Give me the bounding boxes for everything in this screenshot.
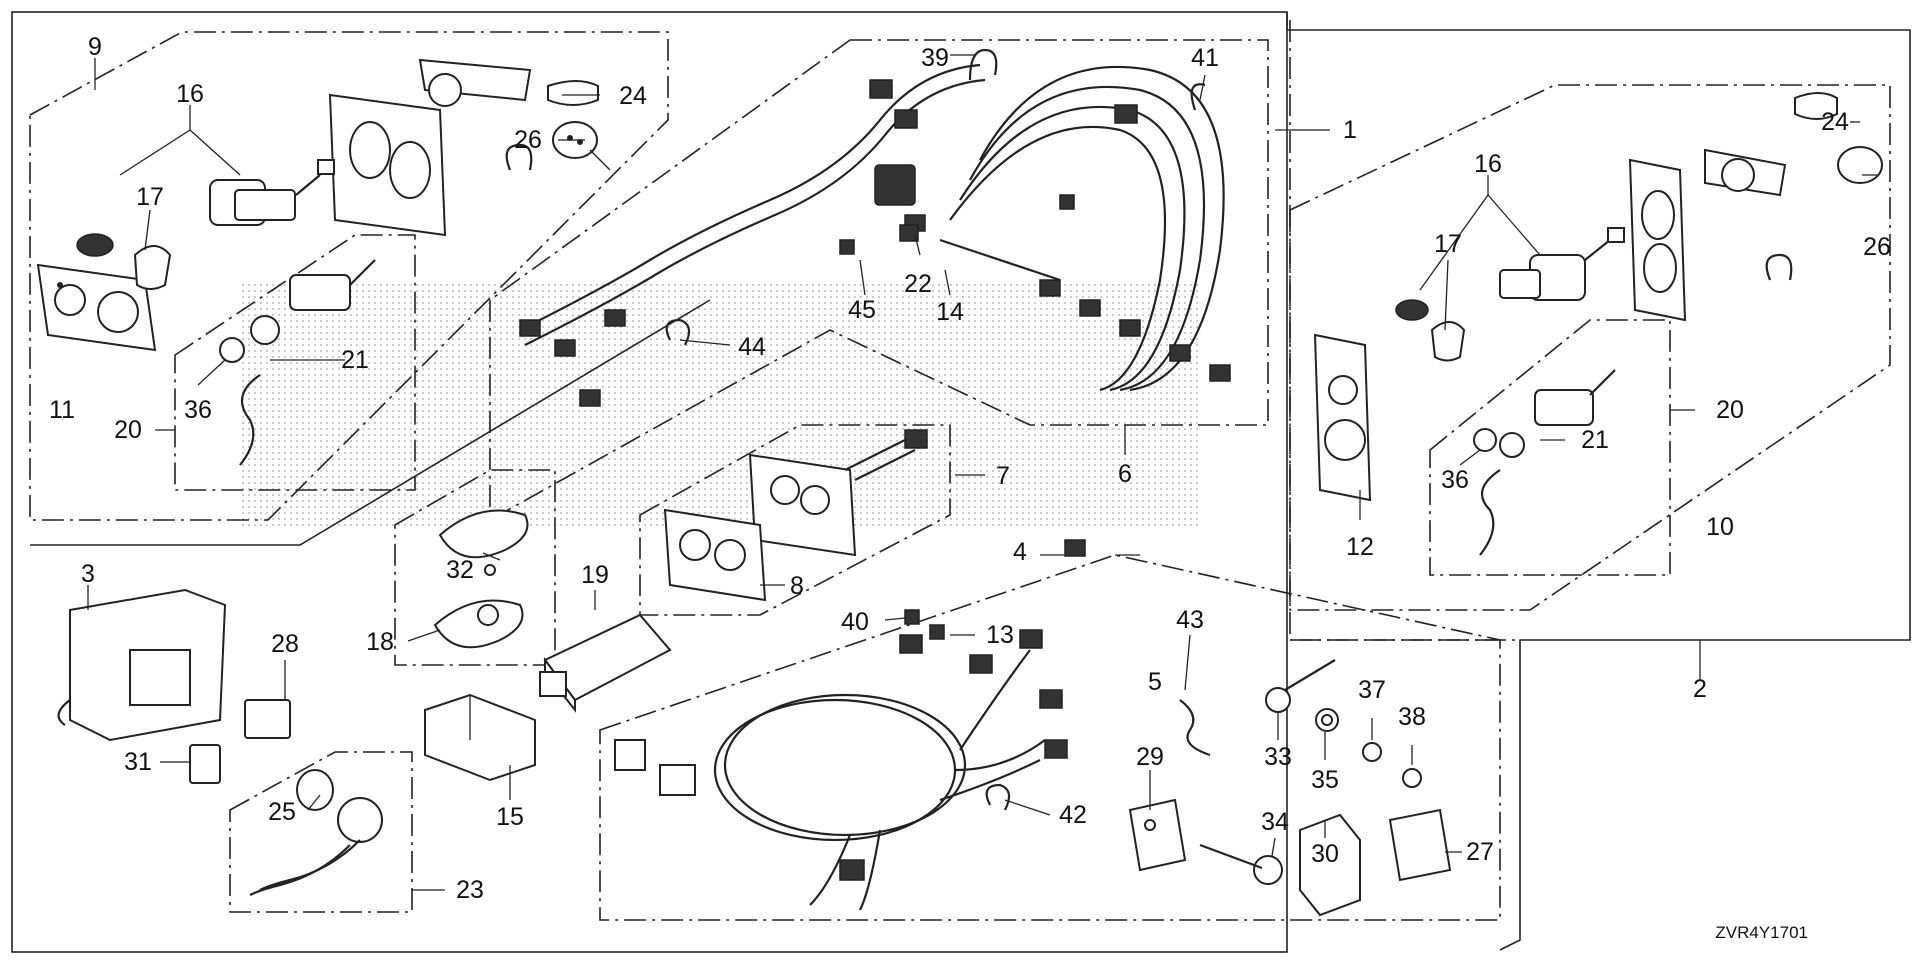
part-back-plate-right: [1628, 158, 1687, 322]
part-15-box: [424, 693, 536, 782]
callout-5: 5: [1148, 668, 1162, 696]
callout-45: 45: [848, 296, 876, 324]
callout-44: 44: [738, 333, 766, 361]
callout-17-left: 17: [136, 183, 164, 211]
callout-42: 42: [1059, 801, 1087, 829]
callout-29: 29: [1136, 743, 1164, 771]
callout-7: 7: [996, 462, 1010, 490]
callout-17-right: 17: [1434, 230, 1462, 258]
part-18-remote-fob: [433, 509, 529, 649]
part-small-clips: [665, 48, 1206, 811]
callout-12: 12: [1346, 533, 1374, 561]
callout-14: 14: [936, 298, 964, 326]
callout-16-left: 16: [176, 80, 204, 108]
callout-24-right: 24: [1821, 108, 1849, 136]
callout-18: 18: [366, 628, 394, 656]
callout-27: 27: [1466, 838, 1494, 866]
group-frames: [11, 11, 1911, 953]
callout-38: 38: [1398, 703, 1426, 731]
part-23-25-sensor: [249, 769, 383, 896]
callout-25: 25: [268, 798, 296, 826]
part-17-knob-left: [133, 245, 172, 290]
callout-9: 9: [88, 33, 102, 61]
callout-13: 13: [986, 621, 1014, 649]
callout-24-left: 24: [619, 82, 647, 110]
callout-32: 32: [446, 556, 474, 584]
callout-26-right: 26: [1863, 233, 1891, 261]
callout-28: 28: [271, 630, 299, 658]
callout-39: 39: [921, 44, 949, 72]
part-16-key-switch-left: [76, 159, 335, 257]
callout-23: 23: [456, 876, 484, 904]
part-12-right-panel: [1313, 333, 1372, 502]
callout-40: 40: [841, 608, 869, 636]
callout-10: 10: [1706, 513, 1734, 541]
part-27-29-30-hardware: [1128, 798, 1452, 917]
callout-1: 1: [1343, 116, 1357, 144]
callout-36-left: 36: [184, 396, 212, 424]
callout-16-right: 16: [1474, 150, 1502, 178]
callout-11: 11: [49, 396, 75, 424]
part-bracket-24-right: [1704, 92, 1883, 281]
callout-37: 37: [1358, 676, 1386, 704]
callout-34: 34: [1261, 808, 1289, 836]
callout-15: 15: [496, 803, 524, 831]
callout-3: 3: [81, 560, 95, 588]
part-5-harness: [614, 629, 1068, 911]
callout-6: 6: [1118, 460, 1132, 488]
diagram-code: ZVR4Y1701: [1715, 923, 1808, 942]
callout-30: 30: [1311, 840, 1339, 868]
callout-20-right: 20: [1716, 396, 1744, 424]
callout-31: 31: [124, 748, 152, 776]
callout-36-right: 36: [1441, 466, 1469, 494]
callout-21-left: 21: [341, 346, 369, 374]
callout-22: 22: [904, 270, 932, 298]
callout-35: 35: [1311, 766, 1339, 794]
part-7-8-panels: [663, 429, 928, 602]
callout-4: 4: [1013, 538, 1027, 566]
part-3-bracket: [57, 588, 227, 742]
leader-lines: [87, 54, 1877, 891]
part-20-stop-switch-left: [219, 259, 376, 466]
callout-41: 41: [1191, 44, 1219, 72]
callout-8: 8: [790, 572, 804, 600]
callout-2: 2: [1693, 675, 1707, 703]
part-16-key-switch-right: [1395, 227, 1625, 362]
callout-33: 33: [1264, 743, 1292, 771]
part-33-37-38-fasteners: [1179, 659, 1422, 788]
part-20-stop-switch-right: [1473, 369, 1616, 556]
part-19-control-unit: [539, 613, 672, 713]
callout-21-right: 21: [1581, 426, 1609, 454]
callout-labels: 9 16 17 24 26 21 11 36 20 39 41 1 44 45 …: [49, 33, 1891, 942]
callout-20-left: 20: [114, 416, 142, 444]
callout-26-left: 26: [514, 126, 542, 154]
callout-19: 19: [581, 561, 609, 589]
part-28-31-connectors: [189, 699, 291, 784]
part-back-plate-left: [328, 93, 447, 237]
part-6-main-harness: [519, 63, 1231, 407]
part-11-left-panel: [36, 263, 157, 352]
callout-43: 43: [1176, 606, 1204, 634]
part-bracket-24-left: [418, 58, 611, 171]
halftone-band: [240, 280, 1200, 530]
